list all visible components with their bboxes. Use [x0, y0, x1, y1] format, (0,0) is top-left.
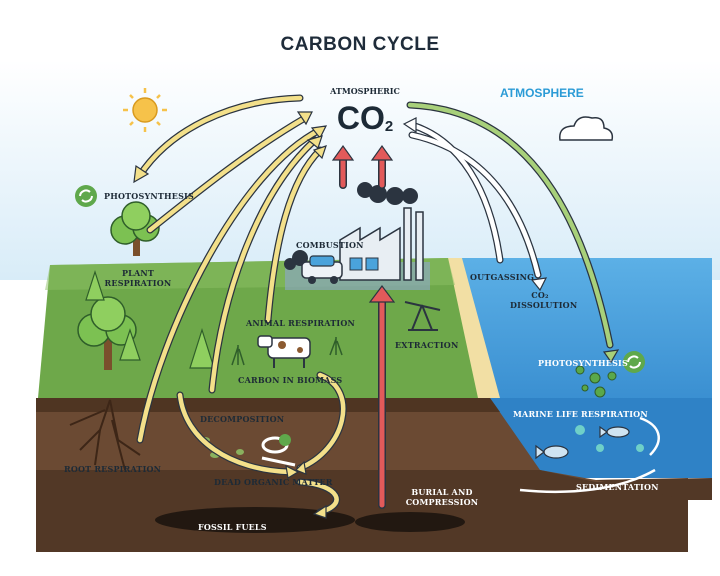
algae [575, 365, 617, 398]
outgassing-dissolution-arrows [409, 122, 541, 278]
sedimentation-label: SEDIMENTATION [576, 482, 659, 492]
animal-respiration-label: ANIMAL RESPIRATION [246, 318, 356, 328]
fossil-fuels-deposit [155, 507, 355, 533]
dead-organic-matter-label: DEAD ORGANIC MATTER [214, 477, 333, 487]
cloud-icon [559, 116, 614, 141]
atmospheric-label: ATMOSPHERIC [330, 86, 400, 96]
combustion-extraction-arrows [340, 155, 385, 508]
marine-arrows [519, 416, 660, 494]
sun-icon [123, 88, 167, 132]
recycle-icon [75, 185, 97, 207]
fossil-fuels-label: FOSSIL FUELS [198, 522, 267, 532]
carbon-in-biomass-label: CARBON IN BIOMASS [238, 375, 343, 385]
pump-jack-icon [404, 301, 441, 331]
car-icon [301, 255, 343, 284]
marine-life-respiration-label: MARINE LIFE RESPIRATION [513, 409, 648, 419]
decomposition-label: DECOMPOSITION [200, 414, 285, 424]
diagram-title: CARBON CYCLE [280, 34, 440, 55]
fish-icon [535, 425, 644, 460]
photosynthesis-land-label: PHOTOSYNTHESIS [104, 191, 194, 201]
photosynthesis-ocean-label: PHOTOSYNTHESIS [538, 358, 628, 368]
co2-label: CO2 [336, 100, 394, 136]
tree-icon [110, 201, 160, 256]
grass-tufts [231, 337, 343, 366]
respiration-arrows [137, 95, 346, 515]
ocean-photosynthesis-arrow [407, 102, 613, 348]
ocean-front [485, 398, 712, 478]
ocean-recycle-icon [623, 351, 645, 373]
pine-tree-icon [85, 270, 215, 369]
ocean-surface [455, 258, 712, 400]
roots [69, 399, 141, 471]
extraction-label: EXTRACTION [395, 340, 459, 350]
cow-icon [257, 335, 311, 368]
combustion-label: COMBUSTION [296, 240, 364, 250]
decomp-recycle-icon [279, 434, 291, 446]
grass-surface [38, 258, 478, 398]
arrowheads-yellow [133, 111, 328, 519]
outgassing-label: OUTGASSING [470, 272, 535, 282]
root-respiration-label: ROOT RESPIRATION [64, 464, 162, 474]
atmosphere-label: ATMOSPHERE [500, 86, 584, 100]
